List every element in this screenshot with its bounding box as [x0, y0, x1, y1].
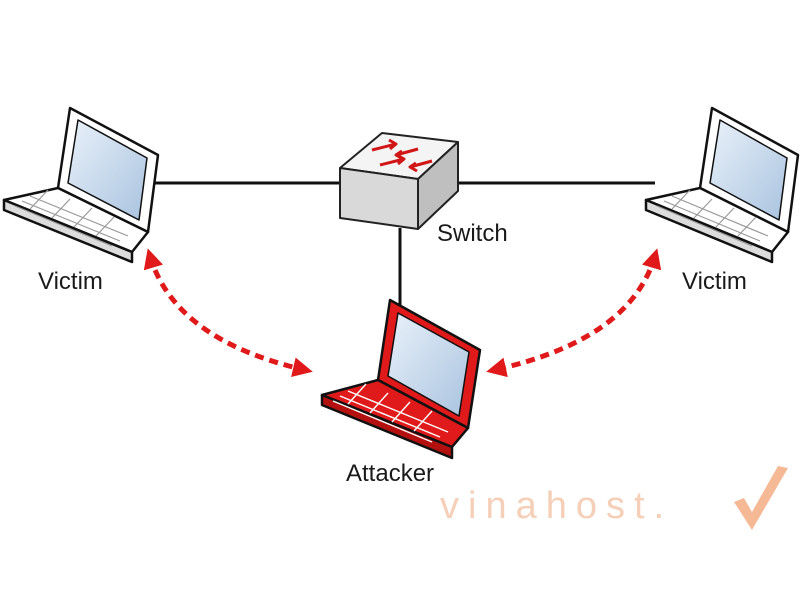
attacker-label: Attacker [346, 460, 435, 487]
victim-laptop-right-icon [644, 106, 800, 264]
attack-arrow-right [486, 248, 662, 378]
victim-right-label: Victim [682, 268, 747, 295]
switch-label: Switch [437, 220, 508, 247]
switch-icon [339, 132, 459, 230]
attack-arrow-left [143, 248, 313, 378]
victim-left-label: Victim [38, 268, 103, 295]
victim-laptop-left-icon [2, 106, 160, 264]
watermark-text: vinahost. [440, 485, 674, 527]
network-links [150, 181, 655, 305]
check-icon [734, 466, 788, 530]
attacker-laptop-icon [320, 298, 482, 460]
